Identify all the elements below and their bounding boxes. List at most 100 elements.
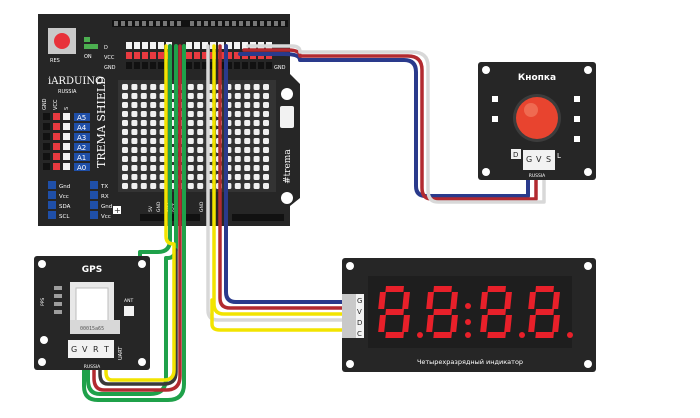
proto-hole: [140, 138, 147, 144]
proto-hole: [150, 84, 157, 90]
display-segment: [480, 315, 488, 332]
proto-hole: [197, 183, 204, 189]
wire-display-red: [218, 44, 346, 310]
proto-hole: [263, 183, 269, 189]
analog-pin-a3: A3: [77, 134, 86, 142]
display-segment: [535, 286, 554, 292]
proto-hole: [122, 129, 128, 135]
proto-hole: [197, 138, 204, 144]
proto-hole: [244, 111, 251, 117]
proto-hole: [253, 129, 260, 135]
reset-label: RES: [50, 58, 60, 64]
row-gnd-label: GND: [104, 65, 116, 71]
display-segment: [385, 286, 404, 292]
proto-hole: [197, 165, 204, 171]
proto-hole: [131, 120, 138, 126]
uart-tx: TX: [100, 184, 108, 190]
analog-pin-a2: A2: [77, 144, 86, 152]
display-module: G V D C Четырехразрядный индикатор: [342, 258, 596, 372]
proto-hole: [159, 138, 166, 144]
row-d-label: D: [104, 45, 108, 51]
gps-ant-label: ANT: [124, 298, 133, 304]
proto-hole: [187, 102, 194, 108]
proto-hole: [263, 129, 269, 135]
proto-hole: [253, 120, 260, 126]
proto-hole: [253, 174, 260, 180]
display-segment: [426, 292, 434, 309]
i2c-sda: SDA: [59, 204, 71, 210]
proto-hole: [131, 93, 138, 99]
proto-hole: [122, 183, 128, 189]
display-segment: [402, 315, 410, 332]
gps-pps-label: PPS: [40, 298, 46, 306]
display-segment: [385, 309, 404, 315]
button-module: Кнопка G V S D L RUSSIA: [478, 62, 596, 180]
proto-hole: [150, 129, 157, 135]
display-dot: [519, 332, 525, 338]
display-segment: [487, 286, 506, 292]
proto-hole: [131, 174, 138, 180]
wire-button-white: [246, 44, 546, 204]
gps-pin-g: G: [71, 345, 77, 354]
display-segment: [552, 292, 560, 309]
proto-hole: [263, 165, 269, 171]
proto-hole: [197, 84, 204, 90]
proto-hole: [140, 120, 147, 126]
button-pin-s: S: [546, 155, 551, 164]
proto-hole: [122, 120, 128, 126]
proto-hole: [150, 174, 157, 180]
proto-hole: [263, 156, 269, 162]
display-segment: [385, 332, 404, 338]
proto-hole: [234, 165, 241, 171]
proto-hole: [122, 111, 128, 117]
proto-hole: [140, 147, 147, 153]
proto-hole: [159, 93, 166, 99]
proto-hole: [159, 183, 166, 189]
proto-hole: [234, 111, 241, 117]
bottom-gnd: GND: [156, 201, 162, 212]
proto-hole: [263, 93, 269, 99]
gps-module: GPS 00015a65 PPS ANT G V R T UART RUSSIA: [34, 256, 150, 370]
proto-hole: [234, 156, 241, 162]
shield-name: TREMA SHIELD: [95, 76, 108, 168]
display-segment: [535, 309, 554, 315]
display-segment: [378, 292, 386, 309]
on-label: ON: [84, 54, 92, 60]
bottom-mid-gnd: GND: [199, 201, 205, 212]
proto-hole: [122, 147, 128, 153]
trema-label: #trema: [283, 149, 293, 184]
gps-title: GPS: [82, 265, 102, 275]
proto-hole: [122, 93, 128, 99]
proto-hole: [140, 183, 147, 189]
proto-hole: [159, 165, 166, 171]
proto-hole: [253, 147, 260, 153]
display-connector: G V D C: [342, 294, 364, 338]
display-pin-v: V: [357, 308, 362, 316]
gps-country: RUSSIA: [84, 364, 101, 370]
proto-hole: [131, 156, 138, 162]
display-colon: [465, 319, 471, 325]
proto-hole: [131, 147, 138, 153]
button-country: RUSSIA: [529, 173, 546, 179]
proto-hole: [234, 93, 241, 99]
proto-hole: [150, 93, 157, 99]
proto-hole: [140, 111, 147, 117]
i2c-uart-block: Gnd Vcc SDA SCL TX RX Gnd Vcc +: [48, 181, 121, 220]
proto-hole: [131, 129, 138, 135]
button-d-label: D: [513, 151, 518, 159]
button-title: Кнопка: [518, 73, 556, 83]
display-segment: [433, 332, 452, 338]
proto-hole: [131, 102, 138, 108]
proto-hole: [244, 147, 251, 153]
proto-hole: [197, 93, 204, 99]
side-gnd-label: GND: [42, 98, 48, 110]
proto-hole: [150, 183, 157, 189]
wire-button-red: [242, 48, 538, 201]
proto-hole: [234, 183, 241, 189]
svg-text:+: +: [114, 206, 121, 215]
display-colon: [465, 303, 471, 309]
proto-hole: [244, 174, 251, 180]
display-segment: [450, 292, 458, 309]
proto-hole: [234, 147, 241, 153]
